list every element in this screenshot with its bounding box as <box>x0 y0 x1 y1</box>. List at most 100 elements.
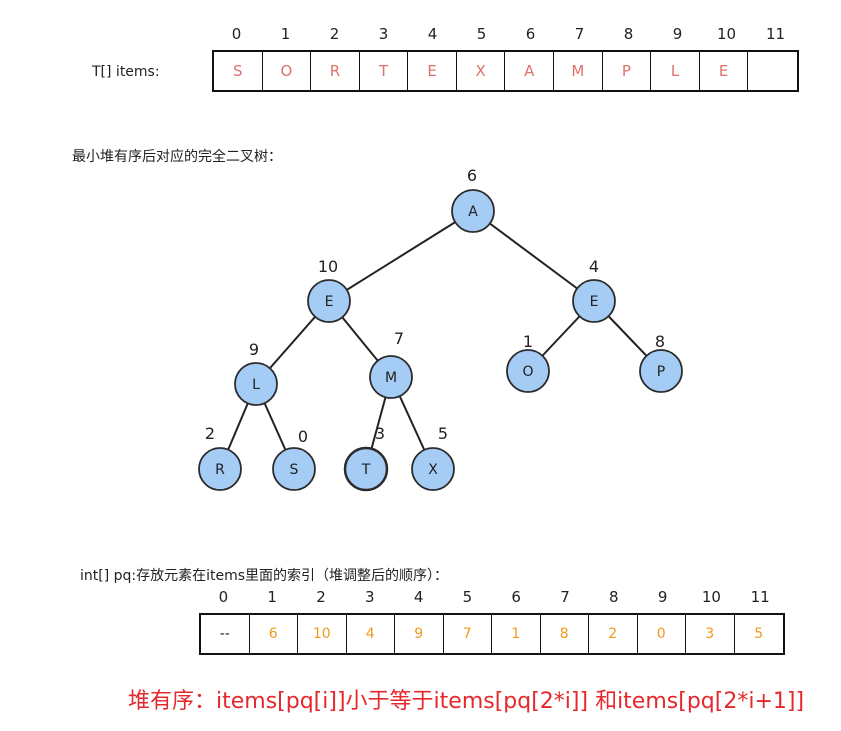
tree-node-index: 9 <box>249 340 259 359</box>
tree-node-letter: L <box>252 377 260 393</box>
items-cell: T <box>360 52 409 90</box>
items-index-label: 9 <box>672 25 683 43</box>
tree-node-index: 3 <box>375 424 385 443</box>
tree-node-circle <box>369 355 413 399</box>
pq-index-label: 7 <box>560 588 570 606</box>
pq-cell: 0 <box>638 615 686 653</box>
tree-node-letter: P <box>657 364 665 380</box>
tree-node-index: 0 <box>298 427 308 446</box>
tree-node-index: 2 <box>205 424 215 443</box>
pq-index-label: 6 <box>511 588 521 606</box>
pq-cell: -- <box>201 615 250 653</box>
items-cell: X <box>457 52 506 90</box>
items-cell: R <box>311 52 360 90</box>
tree-node-letter: R <box>215 462 225 478</box>
tree-node-circle <box>307 279 351 323</box>
tree-node-circle <box>451 189 495 233</box>
tree-node-circle <box>234 362 278 406</box>
pq-index-label: 2 <box>316 588 326 606</box>
tree-node-index: 10 <box>318 257 338 276</box>
items-index-label: 1 <box>280 25 291 43</box>
pq-index-label: 10 <box>701 588 721 606</box>
items-index-label: 8 <box>623 25 634 43</box>
tree-node-index: 8 <box>655 332 665 351</box>
tree-node: P8 <box>639 332 683 393</box>
tree-node-letter: A <box>468 204 478 220</box>
pq-index-label: 9 <box>657 588 668 606</box>
tree-node: T3 <box>343 424 389 492</box>
pq-cell: 1 <box>492 615 541 653</box>
tree-node: X5 <box>411 424 455 491</box>
items-index-label: 7 <box>574 25 585 43</box>
tree-node: L9 <box>234 340 278 406</box>
tree-node-letter: S <box>290 462 299 478</box>
pq-cell: 3 <box>686 615 735 653</box>
tree-node-circle <box>572 279 616 323</box>
tree-node-circle <box>272 447 316 491</box>
heap-rule-text: 堆有序：items[pq[i]]小于等于items[pq[2*i]] 和item… <box>128 689 805 714</box>
tree-node-letter: M <box>385 370 397 386</box>
tree-edge <box>472 210 595 302</box>
tree-edge <box>328 210 474 302</box>
items-cell: A <box>505 52 555 90</box>
items-index-label: 4 <box>427 25 438 43</box>
tree-node: E 10 <box>307 257 351 323</box>
items-index-label: 5 <box>476 25 487 43</box>
tree-node-circle <box>343 446 389 492</box>
items-index-label: 6 <box>525 25 536 43</box>
tree-node-circle <box>198 447 242 491</box>
tree-node-letter: E <box>325 294 334 310</box>
items-index-label: 0 <box>231 25 242 43</box>
pq-cell: 8 <box>541 615 589 653</box>
tree-node-circle <box>639 349 683 393</box>
pq-array-label: int[] pq:存放元素在items里面的索引（堆调整后的顺序）： <box>80 568 449 584</box>
tree-node: S0 <box>272 427 316 491</box>
pq-cell: 7 <box>444 615 492 653</box>
items-cell: L <box>651 52 700 90</box>
tree-node-letter: O <box>522 364 533 380</box>
tree-node-index: 7 <box>394 329 404 348</box>
items-cell: E <box>700 52 749 90</box>
items-array-label: T[] items: <box>92 64 160 80</box>
tree-caption: 最小堆有序后对应的完全二叉树： <box>72 149 282 165</box>
tree-node: E4 <box>572 257 616 323</box>
items-cell: S <box>214 52 263 90</box>
tree-node-index: 1 <box>523 332 533 351</box>
tree-node-letter: X <box>428 462 438 478</box>
items-index-label: 2 <box>329 25 340 43</box>
pq-index-label: 11 <box>750 588 770 606</box>
items-cell: P <box>603 52 652 90</box>
pq-cell: 9 <box>395 615 444 653</box>
tree-node: A6 <box>451 166 495 233</box>
pq-cell: 4 <box>347 615 395 653</box>
items-cell: M <box>554 52 603 90</box>
pq-cell: 10 <box>298 615 347 653</box>
tree-node: R2 <box>198 424 242 491</box>
tree-node-index: 6 <box>467 166 477 185</box>
tree-node-circle <box>411 447 455 491</box>
tree-node-index: 4 <box>589 257 599 276</box>
items-index-label: 11 <box>765 25 786 43</box>
tree-node-index: 5 <box>438 424 448 443</box>
tree-node-circle <box>506 349 550 393</box>
items-index-label: 3 <box>378 25 389 43</box>
tree-node-letter: T <box>361 462 371 478</box>
pq-index-label: 1 <box>267 588 277 606</box>
items-cell: O <box>263 52 312 90</box>
items-cell: E <box>408 52 457 90</box>
pq-cell: 2 <box>589 615 638 653</box>
pq-index-label: 5 <box>462 588 473 606</box>
pq-cell: 6 <box>250 615 298 653</box>
tree-node: M7 <box>369 329 413 399</box>
pq-cell: 5 <box>754 626 764 642</box>
tree-node-letter: E <box>590 294 599 310</box>
pq-index-label: 3 <box>365 588 375 606</box>
tree-node: O1 <box>506 332 550 393</box>
items-index-label: 10 <box>716 25 737 43</box>
pq-index-label: 4 <box>413 588 424 606</box>
pq-index-label: 0 <box>218 588 229 606</box>
